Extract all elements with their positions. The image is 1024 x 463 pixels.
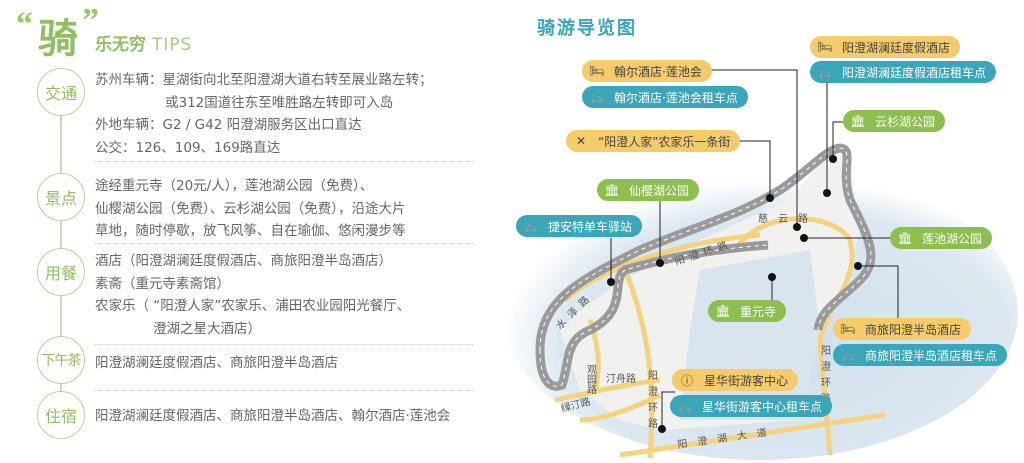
road-label: 阳澄环路 [646, 370, 658, 434]
poi-yunshan-park[interactable]: 🏛 云杉湖公园 [843, 110, 946, 132]
road-label: 汀舟路 [606, 372, 636, 385]
poi-giant-station[interactable]: 🚲 捷安特单车驿站 [516, 215, 643, 237]
poi-label: 重元寺 [740, 304, 777, 319]
title-char: 骑 [38, 16, 78, 62]
tip-line: 阳澄湖澜廷度假酒店、商旅阳澄半岛酒店、翰尔酒店·莲池会 [95, 408, 451, 424]
bicycle-icon: 🚲 [840, 348, 856, 362]
park-icon: 🏛 [604, 183, 620, 197]
poi-xianying-park[interactable]: 🏛 仙樱湖公园 [597, 179, 700, 201]
section-badge-transport: 交通 [37, 68, 85, 116]
poi-hanr-bike[interactable]: 🚲 翰尔酒店·莲池会租车点 [582, 86, 748, 108]
poi-label: 仙樱湖公园 [629, 183, 690, 198]
poi-label: 云杉湖公园 [875, 114, 936, 129]
poi-label: 商旅阳澄半岛酒店 [865, 322, 962, 337]
tips-title: 乐无穷 TIPS [95, 30, 192, 55]
road-label: 阳澄环路 [819, 345, 831, 409]
tip-line: 澄湖之星大酒店） [153, 321, 261, 337]
poi-chongyuan-temple[interactable]: 🏛 重元寺 [708, 300, 787, 322]
poi-label: “阳澄人家”农家乐一条街 [598, 134, 731, 149]
section-badge-tea: 下午茶 [37, 336, 85, 384]
bicycle-icon: 🚲 [589, 90, 605, 104]
poi-label: 星华街游客中心 [704, 373, 789, 388]
tip-line: 公交：126、109、169路直达 [95, 140, 281, 156]
tip-line: 途经重元寺（20元/人），莲池湖公园（免费）、 [95, 178, 374, 194]
divider [95, 344, 473, 345]
tip-line: 素斋（重元寺素斋馆） [95, 276, 230, 292]
park-icon: 🏛 [850, 114, 866, 128]
poi-hanr-hotel[interactable]: 🛏 翰尔酒店·莲池会 [582, 60, 712, 82]
park-icon: 🏛 [897, 231, 913, 245]
tip-line: 阳澄湖澜廷度假酒店、商旅阳澄半岛酒店 [95, 355, 338, 371]
poi-peninsula-hotel[interactable]: 🛏 商旅阳澄半岛酒店 [833, 318, 972, 340]
section-badge-sights: 景点 [37, 173, 85, 221]
map-title: 骑游导览图 [537, 18, 637, 39]
poi-label: 翰尔酒店·莲池会租车点 [614, 90, 738, 105]
divider [95, 390, 473, 391]
section-badge-dining: 用餐 [37, 248, 85, 296]
bicycle-icon: 🚲 [677, 399, 693, 413]
section-badge-lodging: 住宿 [37, 391, 85, 439]
fork-knife-icon: ✕ [575, 134, 587, 148]
poi-visitor-center[interactable]: ⓘ 星华街游客中心 [672, 369, 799, 391]
divider [95, 161, 473, 162]
bed-icon: 🛏 [817, 40, 833, 54]
bicycle-icon: 🚲 [817, 65, 833, 79]
poi-visitor-center-bike[interactable]: 🚲 星华街游客中心租车点 [670, 395, 833, 417]
bed-icon: 🛏 [840, 322, 856, 336]
bed-icon: 🛏 [589, 64, 605, 78]
poi-label: 星华街游客中心租车点 [702, 399, 823, 414]
tips-title-cn: 乐无穷 [95, 35, 146, 55]
tip-line: 外地车辆：G2 / G42 阳澄湖服务区出口直达 [95, 117, 362, 133]
roads [554, 216, 886, 459]
tip-line: 或312国道往东至唯胜路左转即可入岛 [165, 95, 394, 111]
open-quote: “ [16, 6, 33, 43]
tip-line: 农家乐（ “阳澄人家”农家乐、浦田农业园阳光餐厅、 [95, 298, 411, 314]
tip-line: 草地，随时停歇，放飞风筝、自在瑜伽、悠闲漫步等 [95, 223, 406, 239]
temple-icon: 🏛 [715, 304, 731, 318]
tip-line: 酒店（阳澄湖澜廷度假酒店、商旅阳澄半岛酒店） [95, 253, 392, 269]
poi-label: 翰尔酒店·莲池会 [614, 64, 702, 79]
tips-title-en: TIPS [152, 35, 193, 55]
poi-lianchi-park[interactable]: 🏛 莲池湖公园 [890, 227, 993, 249]
poi-markers [607, 155, 862, 433]
poi-lanting-bike[interactable]: 🚲 阳澄湖澜廷度假酒店租车点 [810, 61, 997, 83]
poi-peninsula-bike[interactable]: 🚲 商旅阳澄半岛酒店租车点 [833, 344, 1008, 366]
poi-label: 阳澄湖澜廷度假酒店 [842, 40, 951, 55]
close-quote: ” [82, 2, 99, 39]
tip-line: 仙樱湖公园（免费）、云杉湖公园（免费），沿途大片 [95, 201, 406, 217]
poi-lanting-hotel[interactable]: 🛏 阳澄湖澜廷度假酒店 [810, 36, 961, 58]
divider [95, 243, 473, 244]
bicycle-icon: 🚲 [523, 219, 539, 233]
poi-label: 商旅阳澄半岛酒店租车点 [865, 348, 998, 363]
road-label: 慈云路 [758, 212, 818, 225]
poi-label: 阳澄湖澜廷度假酒店租车点 [842, 65, 987, 80]
poi-farmhouse-street[interactable]: ✕ “阳澄人家”农家乐一条街 [566, 130, 741, 152]
info-icon: ⓘ [680, 373, 693, 388]
poi-label: 捷安特单车驿站 [548, 219, 633, 234]
road-label: 观园路 [585, 364, 597, 395]
tip-line: 苏州车辆：星湖街向北至阳澄湖大道右转至展业路左转； [95, 72, 433, 88]
poi-label: 莲池湖公园 [922, 231, 983, 246]
